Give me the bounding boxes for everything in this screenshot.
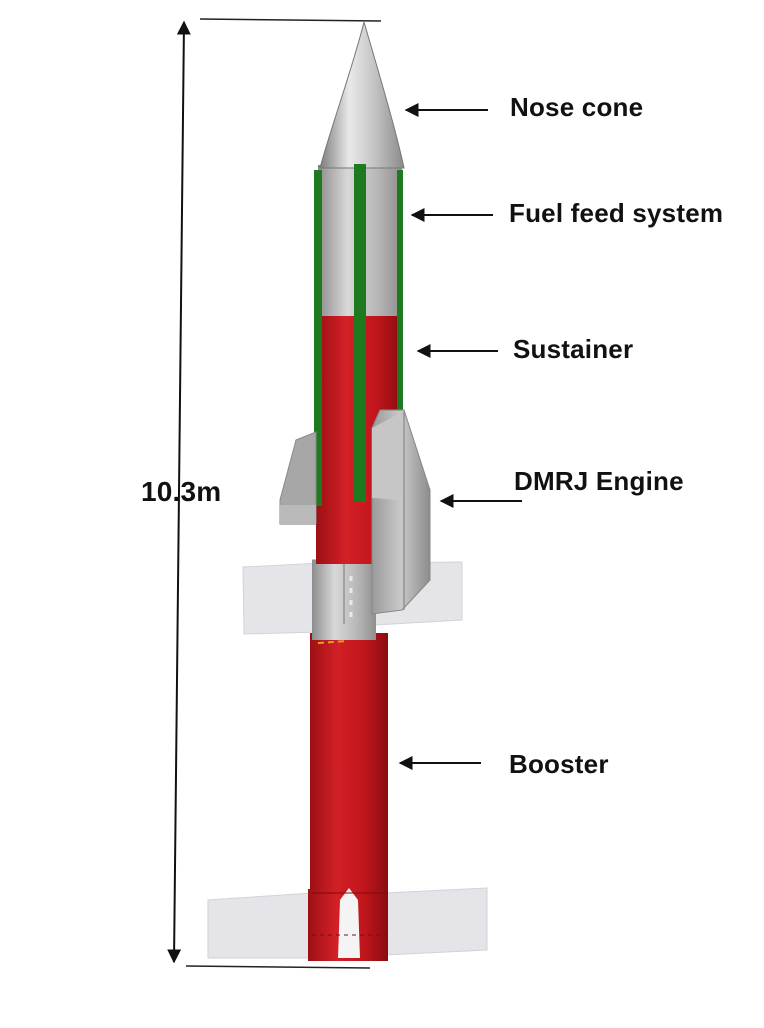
booster-body	[308, 633, 388, 961]
nose-cone-label: Nose cone	[510, 92, 644, 122]
fuel-feed-system-label: Fuel feed system	[509, 198, 724, 228]
sustainer-label: Sustainer	[513, 334, 634, 364]
nose-cone	[319, 20, 405, 169]
label-arrows	[398, 103, 522, 770]
bottom-extension-line	[185, 965, 371, 969]
engine-collar	[312, 559, 376, 640]
booster-label: Booster	[509, 749, 609, 779]
dmrj-engine-label: DMRJ Engine	[514, 466, 684, 496]
dimension-arrow	[167, 20, 191, 964]
length-label: 10.3m	[141, 476, 222, 507]
fuel-feed-lines	[314, 164, 403, 506]
dmrj-engine-intakes	[279, 409, 431, 615]
top-extension-line	[199, 18, 382, 22]
length-dimension	[167, 18, 382, 969]
